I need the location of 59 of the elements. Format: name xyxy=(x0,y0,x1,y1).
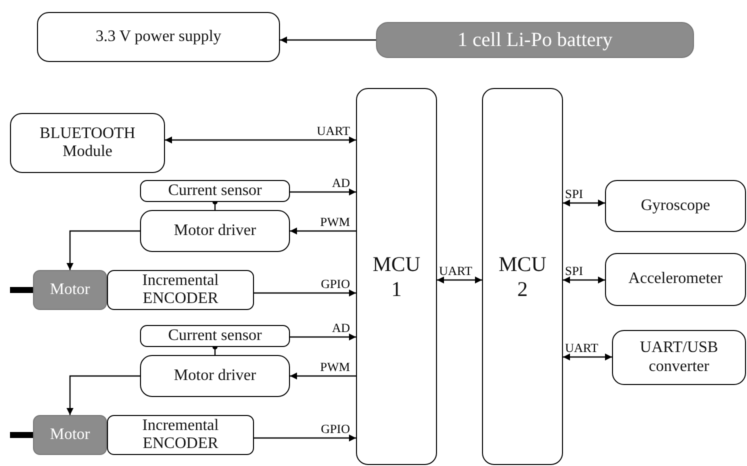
process-box xyxy=(605,253,746,306)
node-label: Motor xyxy=(50,426,90,444)
arrow xyxy=(563,276,605,284)
edge-label: GPIO xyxy=(320,423,350,436)
node-label: Motor xyxy=(50,280,90,300)
process-box xyxy=(612,330,746,385)
edge-label: AD xyxy=(332,177,350,190)
process-box xyxy=(140,355,290,397)
arrow xyxy=(563,200,605,206)
edge-label: AD xyxy=(332,322,350,334)
arrow xyxy=(280,36,376,44)
process-box xyxy=(140,325,290,347)
edge-label: PWM xyxy=(320,361,350,374)
arrow xyxy=(66,230,140,270)
connector-line xyxy=(212,344,218,355)
edge-label: UART xyxy=(439,265,472,278)
node-label: MCU 1 xyxy=(372,252,422,301)
node-label: Current sensor xyxy=(168,326,262,346)
battery-box xyxy=(376,22,694,58)
node-label: BLUETOOTH Module xyxy=(38,124,136,162)
process-box xyxy=(10,113,165,173)
arrow xyxy=(290,188,356,196)
edge-label: UART xyxy=(565,342,598,354)
edge-label: UART xyxy=(316,125,350,138)
edge-label: SPI xyxy=(565,265,584,278)
arrow xyxy=(66,375,140,415)
node-label: 3.3 V power supply xyxy=(96,28,222,46)
process-box xyxy=(140,210,290,252)
process-box xyxy=(107,415,254,455)
arrow xyxy=(437,276,482,284)
arrow xyxy=(254,434,356,442)
node-label: Gyroscope xyxy=(640,196,710,216)
process-box xyxy=(107,270,254,310)
motor-box xyxy=(33,415,107,455)
arrow xyxy=(165,136,356,144)
node-label: 1 cell Li-Po battery xyxy=(458,28,612,52)
arrow xyxy=(290,334,356,340)
node-label: UART/USB converter xyxy=(638,339,720,376)
motor-box xyxy=(33,270,107,310)
node-label: Motor driver xyxy=(174,222,256,240)
process-box xyxy=(605,180,746,232)
arrow xyxy=(290,228,356,234)
mcu-block xyxy=(356,88,437,465)
process-box xyxy=(37,12,280,62)
connector-line xyxy=(212,200,218,210)
node-label: MCU 2 xyxy=(498,252,548,301)
edge-label: GPIO xyxy=(320,278,350,290)
arrow xyxy=(254,290,356,296)
arrow xyxy=(563,354,612,360)
node-label: Incremental ENCODER xyxy=(141,272,220,308)
process-box xyxy=(140,180,290,202)
node-label: Incremental ENCODER xyxy=(141,416,220,454)
node-label: Motor driver xyxy=(174,366,256,386)
node-label: Accelerometer xyxy=(628,270,723,289)
edge-label: PWM xyxy=(320,216,350,228)
edge-label: SPI xyxy=(565,188,584,200)
mcu-block xyxy=(482,88,563,465)
node-label: Current sensor xyxy=(168,182,262,200)
arrow xyxy=(290,372,356,380)
